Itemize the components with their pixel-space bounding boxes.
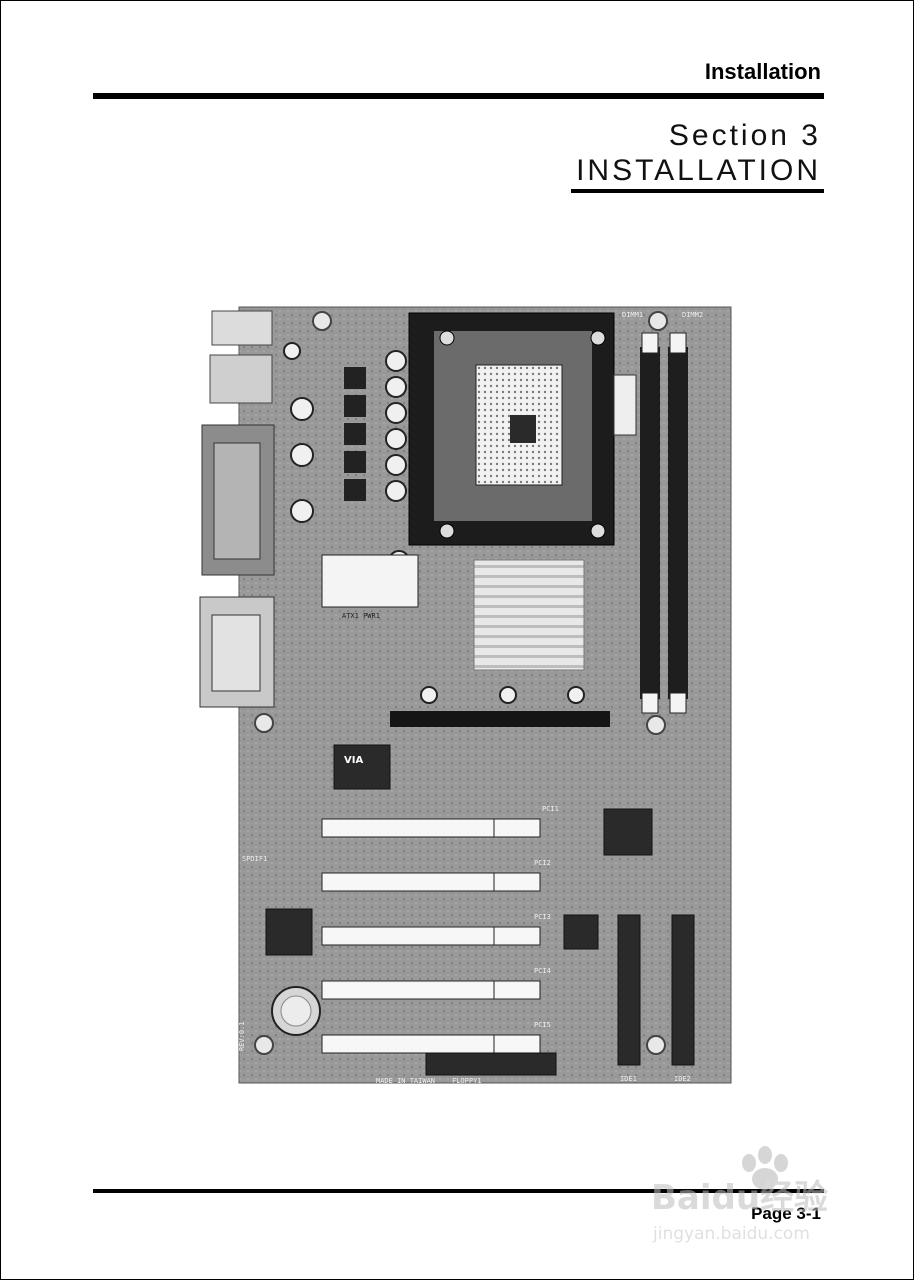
io-controller-chip	[603, 808, 653, 856]
usb-ports	[211, 310, 273, 346]
pci-slot-2	[321, 872, 541, 892]
page-number: Page 3-1	[751, 1204, 821, 1223]
svg-text:DIMM2: DIMM2	[682, 311, 703, 319]
watermark-brand: Baidu经验	[651, 1178, 828, 1218]
svg-text:ATX1 PWR1: ATX1 PWR1	[342, 612, 380, 620]
floppy-connector	[425, 1052, 557, 1076]
watermark-url: jingyan.baidu.com	[652, 1224, 810, 1244]
pci-slot-4	[321, 980, 541, 1000]
section-title-underline	[571, 189, 824, 193]
northbridge-heatsink	[473, 559, 585, 671]
lan-port	[209, 354, 273, 404]
svg-text:PCI1: PCI1	[542, 805, 559, 813]
paw-icon	[742, 1146, 788, 1190]
svg-text:IDE1: IDE1	[620, 1075, 637, 1083]
atx-power-connector	[321, 554, 419, 608]
svg-text:IDE2: IDE2	[674, 1075, 691, 1083]
svg-text:VIA: VIA	[344, 755, 363, 766]
running-header-title: Installation	[704, 59, 821, 84]
svg-text:SPDIF1: SPDIF1	[242, 855, 267, 863]
southbridge-chip	[333, 744, 391, 790]
bios-label-sticker	[613, 374, 637, 436]
ide-connector-1	[617, 914, 641, 1066]
dimm-slot-2	[668, 347, 688, 699]
svg-text:FLOPPY1: FLOPPY1	[452, 1077, 482, 1085]
svg-text:REV:0.1: REV:0.1	[238, 1021, 246, 1051]
ide-connector-2	[671, 914, 695, 1066]
lan-chip	[265, 908, 313, 956]
svg-text:PCI3: PCI3	[534, 913, 551, 921]
pci-slot-5	[321, 1034, 541, 1054]
svg-text:PCI5: PCI5	[534, 1021, 551, 1029]
svg-text:PCI2: PCI2	[534, 859, 551, 867]
baidu-watermark: Baidu经验 jingyan.baidu.com	[651, 1146, 828, 1244]
header-rule	[93, 93, 824, 99]
section-number: Section 3	[668, 119, 821, 152]
svg-text:PCI4: PCI4	[534, 967, 551, 975]
audio-codec-chip	[563, 914, 599, 950]
svg-text:MADE IN TAIWAN: MADE IN TAIWAN	[376, 1077, 435, 1085]
footer-rule	[93, 1189, 824, 1193]
motherboard-illustration: ATX1 PWR1 DIMM1 DIMM2 VIA	[199, 306, 732, 1085]
section-title: INSTALLATION	[576, 154, 821, 187]
dimm-slot-1	[640, 347, 660, 699]
agp-slot	[390, 711, 610, 727]
pci-slot-1	[321, 818, 541, 838]
pci-slot-3	[321, 926, 541, 946]
motherboard-figure: ATX1 PWR1 DIMM1 DIMM2 VIA	[194, 305, 734, 1085]
svg-text:DIMM1: DIMM1	[622, 311, 643, 319]
